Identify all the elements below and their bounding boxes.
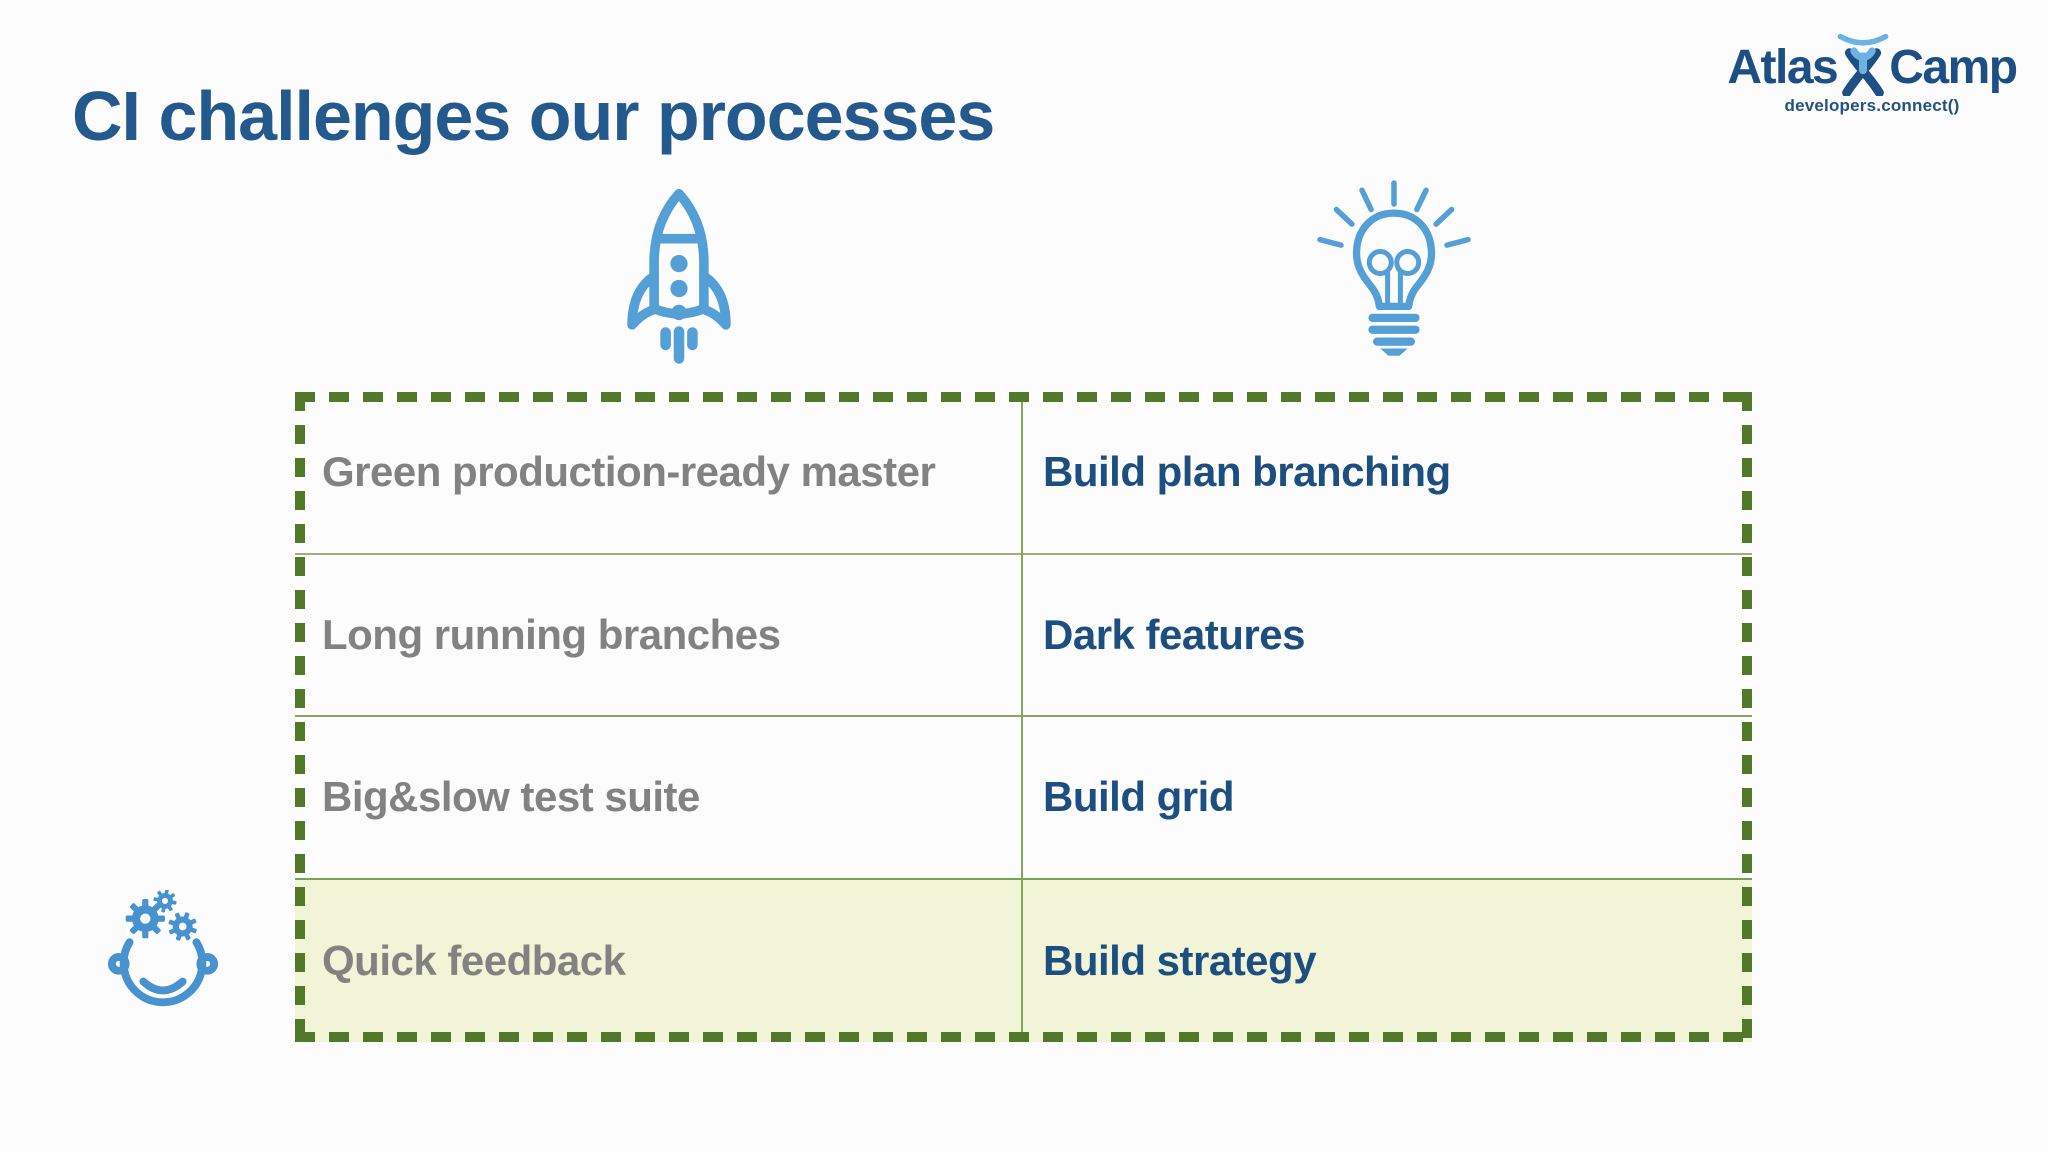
rocket-icon	[627, 188, 731, 364]
atlascamp-logo: Atlas Camp developers.connect()	[1722, 26, 2022, 116]
solution-cell: Dark features	[1043, 610, 1305, 658]
atlascamp-wordmark: Atlas Camp	[1722, 26, 2022, 96]
process-table: Green production-ready master Build plan…	[295, 392, 1752, 1042]
table-border-left	[295, 392, 305, 1042]
head-with-gears-icon	[107, 890, 219, 1007]
charlie-mark-icon	[1837, 33, 1889, 96]
solution-cell: Build strategy	[1043, 936, 1317, 984]
solution-cell: Build grid	[1043, 773, 1234, 821]
table-row: Green production-ready master Build plan…	[295, 392, 1752, 555]
table-border-right	[1742, 392, 1752, 1042]
table-border-bottom	[295, 1032, 1752, 1042]
challenge-cell: Long running branches	[322, 610, 781, 658]
logo-text-atlas: Atlas	[1727, 41, 1838, 94]
table-border-top	[295, 392, 1752, 402]
challenge-cell: Quick feedback	[322, 936, 626, 984]
logo-text-camp: Camp	[1889, 41, 2018, 94]
table-row: Long running branches Dark features	[295, 555, 1752, 717]
table-row: Big&slow test suite Build grid	[295, 717, 1752, 880]
challenge-cell: Big&slow test suite	[322, 773, 700, 821]
process-table-body: Green production-ready master Build plan…	[295, 392, 1752, 1042]
solution-cell: Build plan branching	[1043, 448, 1451, 496]
challenge-cell: Green production-ready master	[322, 448, 936, 496]
column-divider	[1021, 394, 1023, 1040]
page-title: CI challenges our processes	[72, 77, 995, 155]
lightbulb-icon	[1317, 180, 1471, 356]
table-row-highlighted: Quick feedback Build strategy	[295, 879, 1752, 1042]
logo-tagline: developers.connect()	[1784, 96, 1960, 115]
